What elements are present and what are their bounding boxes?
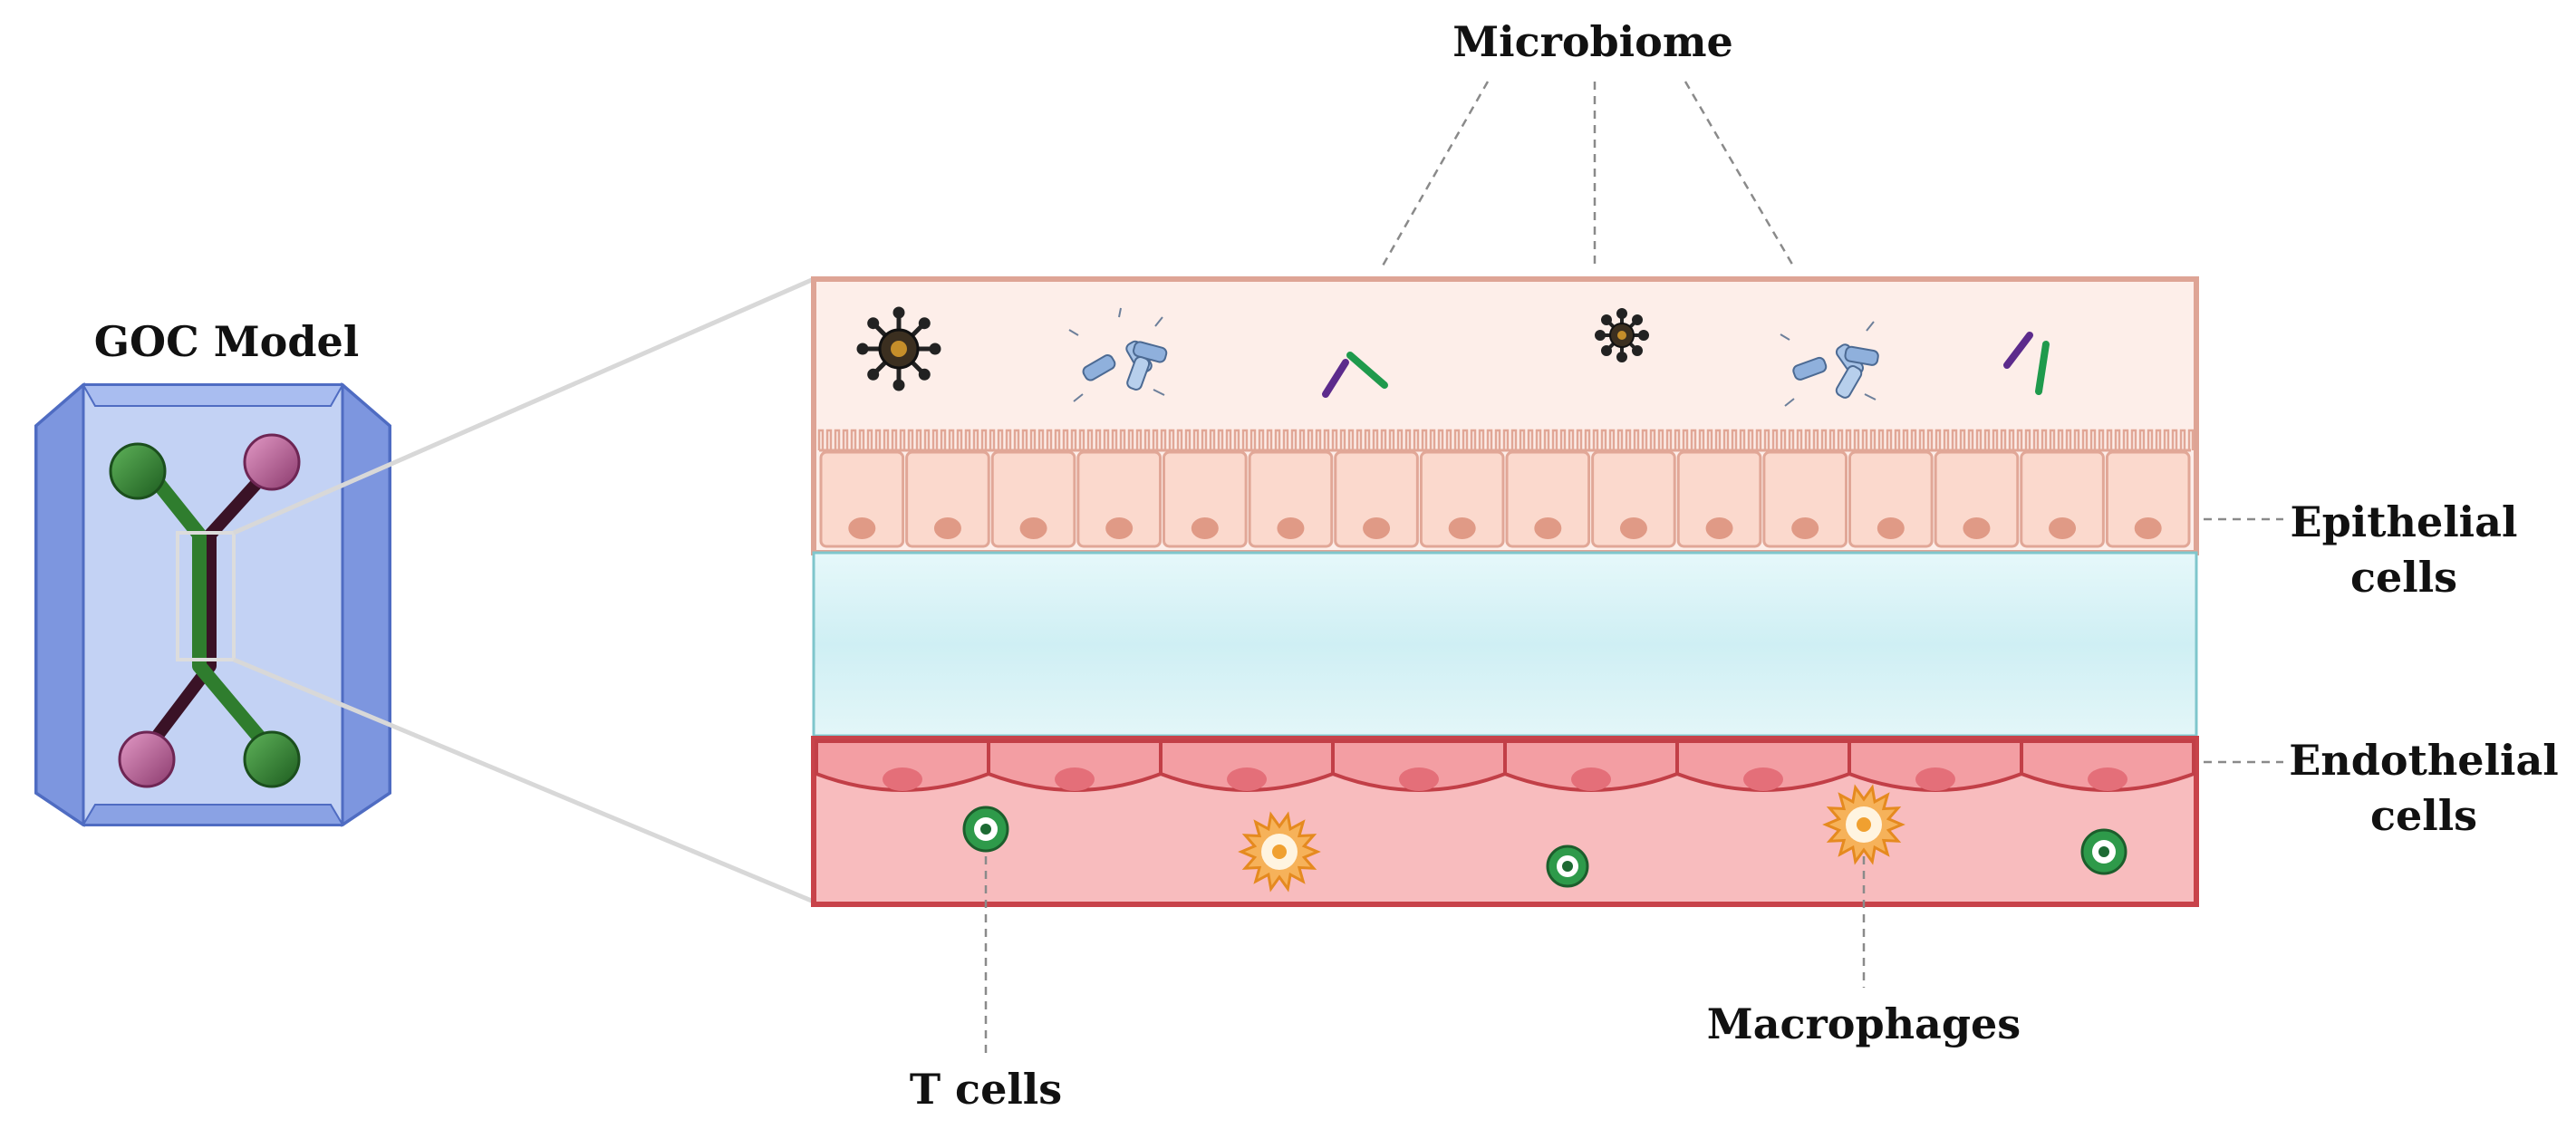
chip-bevel-left bbox=[34, 381, 85, 827]
epithelial-cell bbox=[990, 450, 1076, 548]
endothelial-cell-layer bbox=[815, 739, 2195, 792]
microvilli-fringe bbox=[817, 429, 2195, 452]
chip-label: GOC Model bbox=[94, 317, 360, 366]
epithelial-label-line1: Epithelial bbox=[2291, 497, 2518, 546]
epithelial-cell bbox=[1076, 450, 1162, 548]
endothelial-cell bbox=[815, 739, 990, 792]
epithelial-cell bbox=[1676, 450, 1762, 548]
chip-port-green-top bbox=[109, 442, 167, 500]
microbe-rod-pair bbox=[2003, 332, 2050, 395]
chip-zoom-box bbox=[176, 531, 236, 661]
zoom-line-top bbox=[232, 276, 815, 536]
microbe-bacteria-cluster bbox=[1780, 321, 1879, 407]
microbiome-label: Microbiome bbox=[1452, 17, 1733, 66]
tissue-cross-section bbox=[811, 276, 2199, 907]
chip-port-green-bottom bbox=[243, 730, 301, 788]
epithelial-cell bbox=[1334, 450, 1419, 548]
endothelial-cell bbox=[1848, 739, 2023, 792]
endothelial-label-line2: cells bbox=[2370, 791, 2477, 840]
chip-bevel-right bbox=[341, 381, 391, 827]
microbe-bacteria-cluster bbox=[1068, 307, 1168, 402]
chip-channel-dark bbox=[140, 462, 277, 757]
epithelial-cell bbox=[1505, 450, 1591, 548]
epithelial-cell bbox=[1163, 450, 1248, 548]
zoom-line-bottom bbox=[233, 657, 815, 904]
epithelial-cell bbox=[1934, 450, 2020, 548]
membrane-zone bbox=[812, 551, 2198, 738]
t-cell bbox=[962, 806, 1009, 853]
epithelial-cell bbox=[1419, 450, 1505, 548]
endothelial-cell bbox=[987, 739, 1163, 792]
epithelial-cell bbox=[1591, 450, 1676, 548]
endothelial-cell bbox=[1503, 739, 1679, 792]
leader-lines bbox=[984, 81, 2283, 1058]
epithelial-label-line2: cells bbox=[2350, 553, 2457, 602]
epithelial-cell bbox=[2020, 450, 2105, 548]
epithelial-cell-layer bbox=[817, 429, 2195, 548]
chip-port-pink-bottom bbox=[118, 730, 176, 788]
endothelial-cell bbox=[1675, 739, 1851, 792]
chip-bevel-top bbox=[82, 384, 344, 407]
macrophage bbox=[1238, 811, 1321, 893]
epithelial-cell bbox=[1248, 450, 1334, 548]
epithelial-cell bbox=[819, 450, 905, 548]
endothelial-cell bbox=[1331, 739, 1507, 792]
chip-channel-green bbox=[139, 462, 278, 758]
epithelial-cell bbox=[1848, 450, 1934, 548]
chip-port-pink-top bbox=[243, 433, 301, 491]
epithelial-cell bbox=[905, 450, 990, 548]
t-cell bbox=[1546, 845, 1589, 888]
epithelial-cell bbox=[1762, 450, 1848, 548]
goc-chip: GOC Model bbox=[34, 317, 391, 827]
macrophages-label: Macrophages bbox=[1707, 999, 2021, 1048]
chip-bevel-bottom bbox=[82, 804, 344, 825]
epithelial-cell bbox=[2105, 450, 2191, 548]
endothelial-label-line1: Endothelial bbox=[2289, 736, 2559, 785]
microbe-rod-pair bbox=[1322, 352, 1388, 398]
microbe-virus bbox=[1595, 308, 1649, 362]
t-cells-label: T cells bbox=[910, 1065, 1062, 1114]
microbe-virus bbox=[856, 306, 941, 391]
macrophage bbox=[1822, 784, 1905, 865]
macrophage-group bbox=[1238, 784, 1905, 893]
t-cell bbox=[2080, 828, 2127, 875]
endothelial-cell bbox=[1159, 739, 1335, 792]
endothelial-cell bbox=[2020, 739, 2195, 792]
